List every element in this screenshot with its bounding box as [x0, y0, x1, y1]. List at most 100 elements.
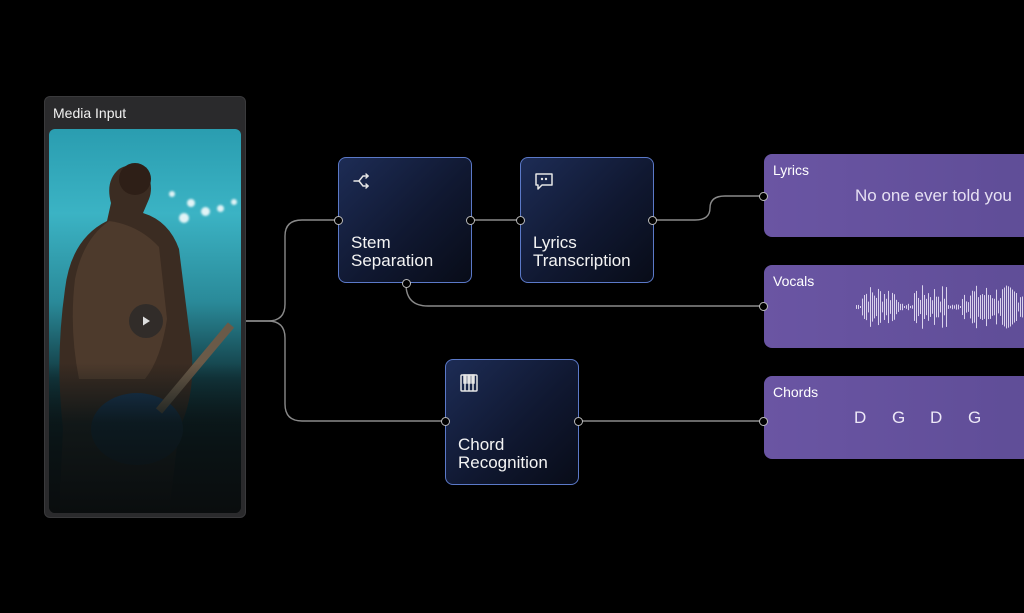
waveform-bar: [992, 298, 993, 316]
chord-item: G: [892, 408, 906, 427]
waveform-bar: [1008, 286, 1009, 328]
play-button[interactable]: [129, 304, 163, 338]
waveform-bar: [870, 287, 871, 327]
waveform-bar: [970, 295, 971, 319]
waveform-bar: [1000, 298, 1001, 316]
waveform-bar: [912, 305, 913, 309]
waveform-bar: [986, 287, 987, 327]
waveform-bar: [978, 297, 979, 317]
waveform-bar: [996, 289, 997, 325]
waveform-bar: [1002, 289, 1003, 325]
stem-label-line1: Stem: [351, 233, 391, 252]
waveform-bar: [1016, 293, 1017, 321]
waveform-bar: [908, 303, 909, 311]
vocals-waveform: [856, 285, 1023, 329]
waveform-bar: [858, 304, 859, 310]
lyrics-card-port[interactable]: [759, 192, 768, 201]
waveform-bar: [882, 301, 883, 313]
lyrics-output-text: No one ever told you: [855, 186, 1012, 205]
waveform-bar: [860, 306, 861, 308]
waveform-bar: [916, 290, 917, 324]
media-input-title: Media Input: [53, 105, 127, 121]
wire-stem-to-vocals: [405, 283, 764, 307]
stem-label-line2: Separation: [351, 251, 434, 270]
video-preview[interactable]: [49, 129, 241, 513]
waveform-bar: [876, 297, 877, 317]
chords-output-card[interactable]: Chords D G D G: [764, 376, 1024, 459]
waveform-bar: [886, 298, 887, 316]
lyrics-transcription-node[interactable]: Lyrics Transcription: [520, 157, 654, 283]
chord-item: D: [930, 408, 943, 427]
waveform-bar: [922, 285, 923, 329]
waveform-bar: [928, 293, 929, 321]
waveform-bar: [964, 294, 965, 320]
waveform-bar: [890, 300, 891, 314]
waveform-bar: [1006, 285, 1007, 329]
chord-output-port[interactable]: [574, 417, 583, 426]
waveform-bar: [958, 304, 959, 310]
waveform-bar: [1004, 287, 1005, 327]
waveform-bar: [910, 305, 911, 309]
waveform-bar: [894, 294, 895, 320]
lyrics-label-line2: Transcription: [533, 251, 631, 270]
waveform-bar: [934, 289, 935, 325]
waveform-bar: [1022, 296, 1023, 318]
chord-item: D: [854, 408, 867, 427]
stem-vocals-port[interactable]: [402, 279, 411, 288]
waveform-bar: [998, 300, 999, 314]
vocals-card-port[interactable]: [759, 302, 768, 311]
waveform-bar: [902, 303, 903, 311]
waveform-bar: [972, 290, 973, 324]
waveform-bar: [940, 301, 941, 313]
waveform-bar: [936, 296, 937, 318]
waveform-bar: [1018, 302, 1019, 312]
waveform-bar: [930, 297, 931, 317]
waveform-bar: [878, 288, 879, 326]
lyrics-input-port[interactable]: [516, 216, 525, 225]
waveform-bar: [948, 305, 949, 309]
waveform-bar: [990, 295, 991, 319]
vocals-output-card[interactable]: Vocals: [764, 265, 1024, 348]
waveform-bar: [946, 287, 947, 327]
stem-separation-node[interactable]: Stem Separation: [338, 157, 472, 283]
waveform-bar: [918, 297, 919, 317]
waveform-bar: [926, 298, 927, 316]
waveform-bar: [896, 299, 897, 315]
chords-card-port[interactable]: [759, 417, 768, 426]
waveform-bar: [984, 295, 985, 319]
waveform-bar: [956, 304, 957, 310]
waveform-bar: [856, 305, 857, 309]
waveform-bar: [932, 300, 933, 314]
chord-input-port[interactable]: [441, 417, 450, 426]
waveform-bar: [952, 304, 953, 310]
media-input-panel: Media Input: [44, 96, 246, 518]
waveform-bar: [872, 292, 873, 322]
waveform-bar: [904, 306, 905, 308]
chord-item: G: [968, 408, 982, 427]
waveform-bar: [868, 301, 869, 313]
lyrics-output-port[interactable]: [648, 216, 657, 225]
wire-media-to-chord: [246, 320, 446, 422]
stem-output-port[interactable]: [466, 216, 475, 225]
waveform-bar: [994, 298, 995, 316]
waveform-bar: [1010, 287, 1011, 327]
waveform-bar: [866, 293, 867, 321]
stem-input-port[interactable]: [334, 216, 343, 225]
waveform-bar: [950, 305, 951, 309]
waveform-bar: [920, 299, 921, 315]
waveform-bar: [864, 295, 865, 319]
wire-lyrics-to-output: [653, 195, 764, 221]
waveform-bar: [880, 291, 881, 323]
chord-recognition-node[interactable]: Chord Recognition: [445, 359, 579, 485]
quote-bubble-icon: [535, 173, 553, 190]
waveform-bar: [900, 303, 901, 311]
chord-label-line1: Chord: [458, 435, 505, 454]
waveform-bar: [944, 298, 945, 316]
lyrics-output-card[interactable]: Lyrics No one ever told you: [764, 154, 1024, 237]
waveform-bar: [954, 305, 955, 309]
waveform-bar: [988, 294, 989, 320]
waveform-bar: [888, 290, 889, 324]
waveform-bar: [966, 301, 967, 313]
piano-keys-icon: [460, 374, 478, 392]
